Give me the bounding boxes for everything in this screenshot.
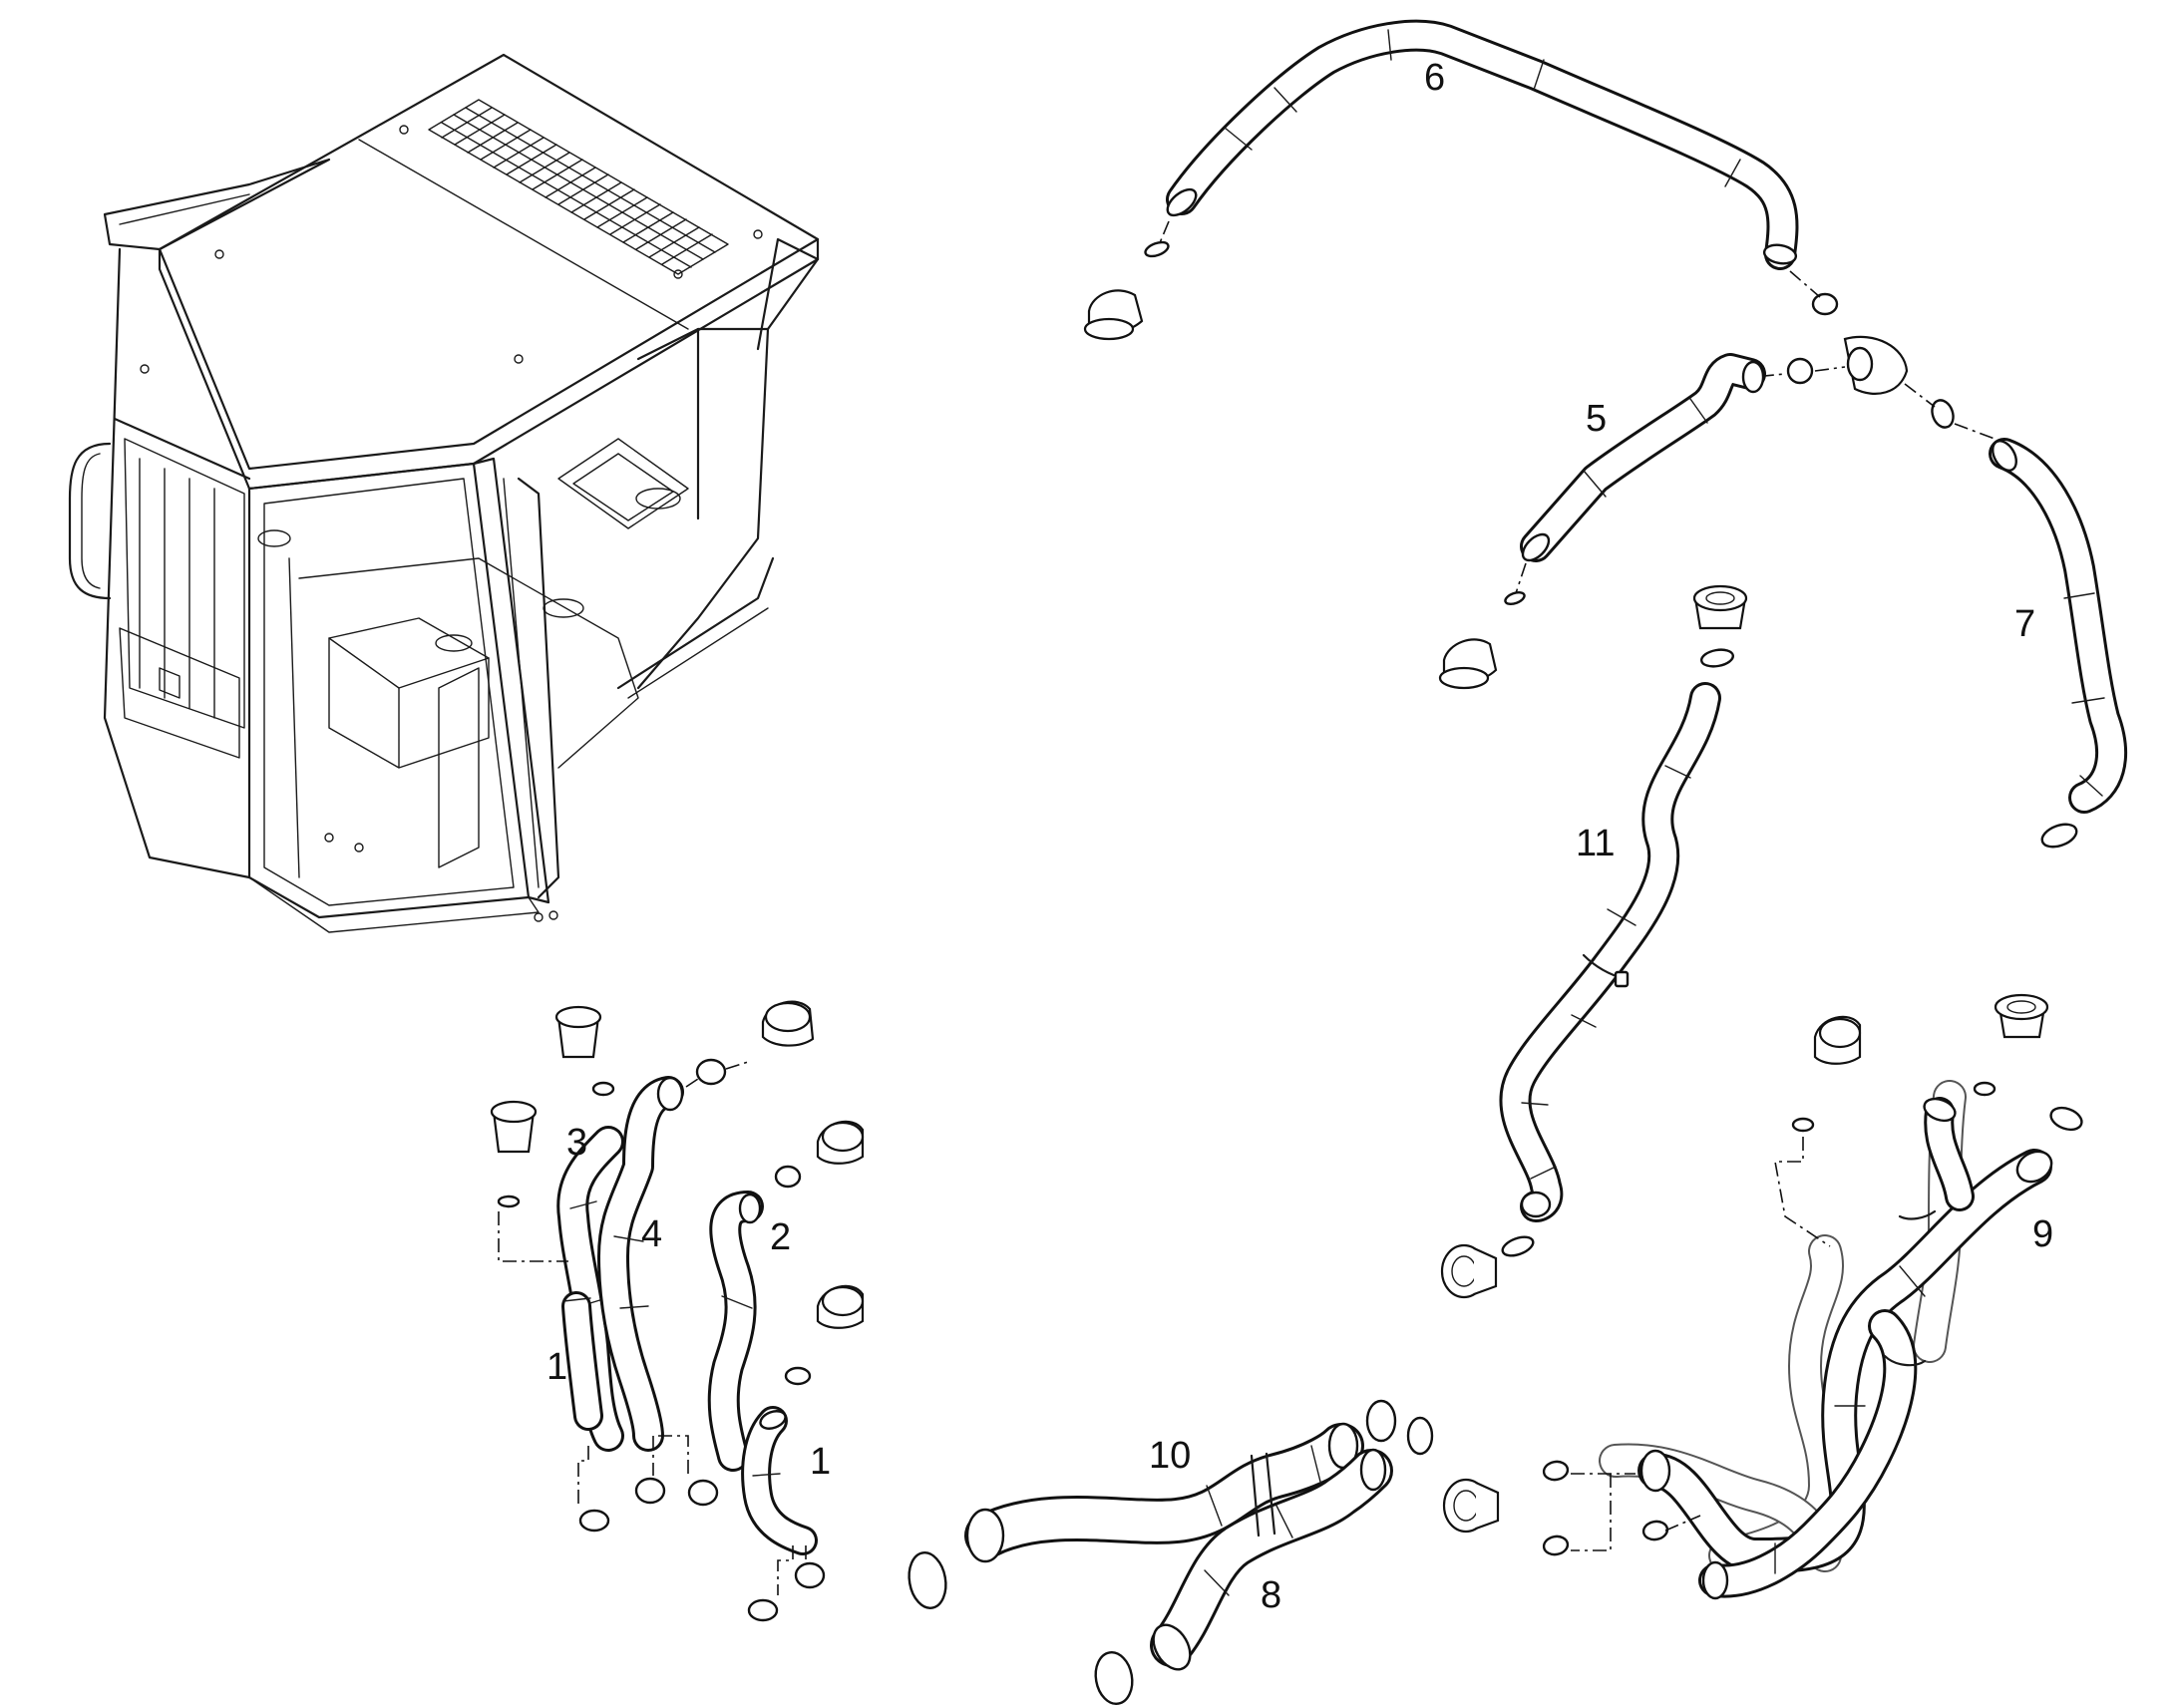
hose-10 xyxy=(908,1399,1397,1609)
vent-outlet-11-top xyxy=(1692,584,1748,630)
vent-outlet-4 xyxy=(761,1000,815,1047)
hose-5 xyxy=(1438,353,1766,690)
vent-outlet-1 xyxy=(490,1100,538,1154)
hose-6 xyxy=(1083,19,1839,341)
hose-1a xyxy=(561,1291,603,1431)
vent-outlet-9b xyxy=(1994,993,2049,1039)
left-group-fittings xyxy=(490,1000,865,1622)
vent-outlet-6a xyxy=(1083,289,1144,341)
vent-outlet-3 xyxy=(554,1005,602,1059)
vent-outlet-11-bottom xyxy=(1440,1243,1498,1299)
callout-1a: 1 xyxy=(546,1346,567,1388)
cab-assembly xyxy=(68,53,820,933)
callout-2: 2 xyxy=(770,1216,791,1258)
callout-8: 8 xyxy=(1261,1574,1281,1616)
vent-outlet-9c xyxy=(1442,1478,1500,1534)
tee-junction xyxy=(1732,335,1996,440)
hose-1b xyxy=(741,1406,818,1555)
vent-outlet-5 xyxy=(1438,638,1498,690)
hose-4 xyxy=(597,1076,684,1452)
vent-outlet-9a xyxy=(1813,1015,1862,1065)
callout-9: 9 xyxy=(2032,1213,2053,1255)
callout-5: 5 xyxy=(1586,398,1607,440)
hose-9 xyxy=(1442,993,2083,1600)
hose-2 xyxy=(707,1191,764,1472)
callout-3: 3 xyxy=(566,1122,587,1164)
vent-outlet-2 xyxy=(816,1120,865,1165)
hose-11 xyxy=(1440,584,1748,1299)
callout-6: 6 xyxy=(1424,57,1445,99)
callout-1b: 1 xyxy=(810,1441,831,1483)
vent-outlet-1b xyxy=(816,1284,865,1329)
callout-10: 10 xyxy=(1149,1435,1191,1477)
callout-4: 4 xyxy=(641,1213,662,1255)
roof-vent-grid xyxy=(428,99,729,275)
callout-11: 11 xyxy=(1576,823,1615,864)
callout-7: 7 xyxy=(2014,603,2035,645)
hose-7 xyxy=(1989,438,2127,849)
